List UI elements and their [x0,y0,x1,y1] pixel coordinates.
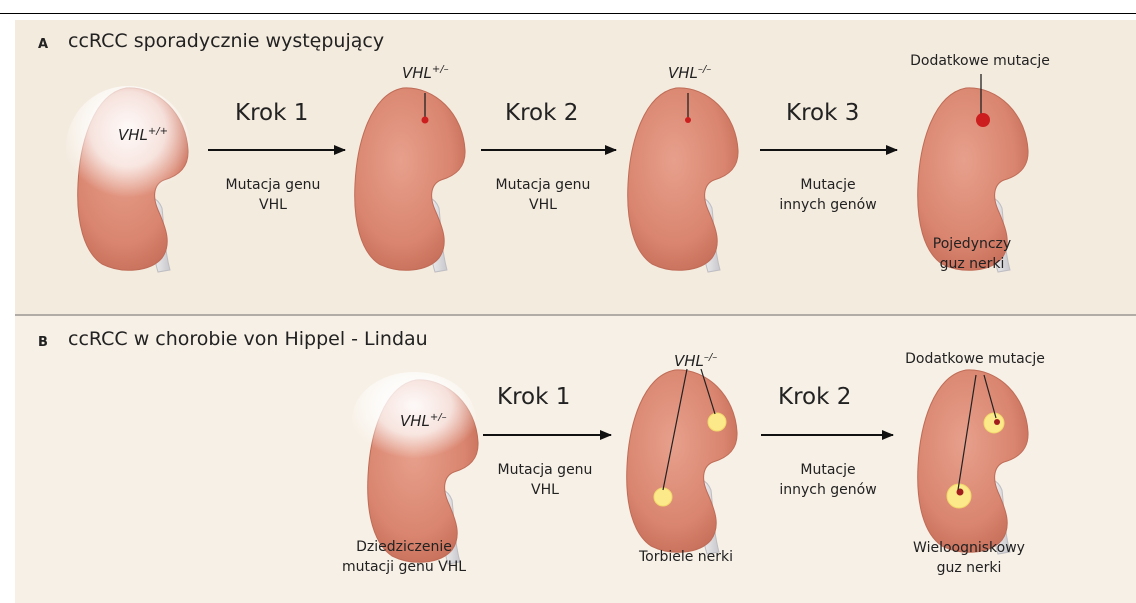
kidney-b1 [352,372,478,564]
panel-a-title: ccRCC sporadycznie występujący [68,30,384,52]
kidney-a2 [355,88,465,272]
genotype-a2: VHL+/– [402,64,449,82]
step-a2-label: Krok 2 [505,100,578,126]
panel-a-letter: A [38,37,48,52]
panel-b-letter: B [38,335,48,350]
step-b2-label: Krok 2 [778,384,851,410]
genotype-a3: VHL–/– [668,64,711,82]
kidney-b3 [918,370,1028,554]
step-a1-label: Krok 1 [235,100,308,126]
step-b1-label: Krok 1 [497,384,570,410]
cysts-label: Torbiele nerki [626,547,746,567]
extra-mutations-a: Dodatkowe mutacje [905,51,1055,71]
extra-mutations-b: Dodatkowe mutacje [900,349,1050,369]
genotype-b1: VHL+/– [400,412,447,430]
genotype-a1: VHL+/+ [118,126,168,144]
genotype-b2: VHL–/– [674,352,717,370]
kidney-b2 [627,369,737,554]
kidney-a1 [66,86,190,272]
step-a3-label: Krok 3 [786,100,859,126]
panel-b-title: ccRCC w chorobie von Hippel - Lindau [68,328,428,350]
kidney-a3 [628,88,738,272]
